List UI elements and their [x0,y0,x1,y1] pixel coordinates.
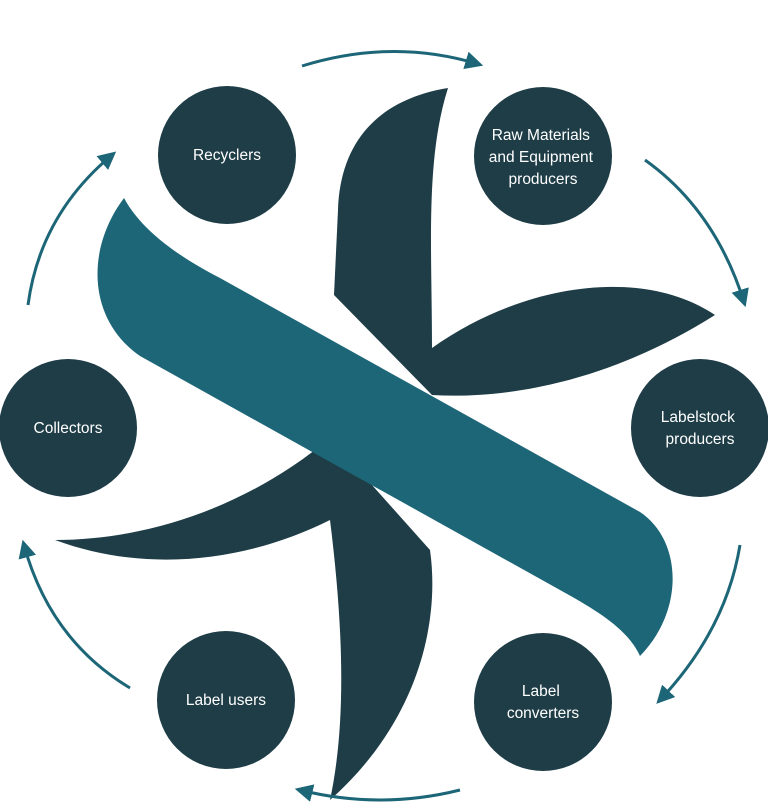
arrow-converters-to-users [294,784,461,802]
node-label-users: Label users [157,631,295,769]
arrow-labelstock-to-converters [656,544,742,704]
cycle-arrows [18,50,749,802]
node-recyclers: Recyclers [158,86,296,224]
node-raw-materials: Raw Materials and Equipment producers [474,87,612,225]
node-collectors: Collectors [0,359,137,497]
node-label: Raw Materials and Equipment producers [489,127,598,188]
arrow-users-to-collectors [18,539,131,690]
node-label: Labelstock producers [661,409,739,448]
center-logo [55,88,715,800]
node-label: Collectors [34,420,103,437]
node-labelstock: Labelstock producers [631,359,768,497]
node-label: Label converters [507,683,580,722]
arrow-recyclers-to-raw [301,50,484,69]
node-label: Label users [186,692,266,709]
arrow-raw-to-labelstock [644,158,749,308]
node-label: Recyclers [193,147,261,164]
arrow-collectors-to-recyclers [26,151,117,306]
upper-dark-shape [334,88,715,396]
node-label-converters: Label converters [474,633,612,771]
lower-dark-shape [55,438,433,800]
diagonal-band [97,198,673,656]
